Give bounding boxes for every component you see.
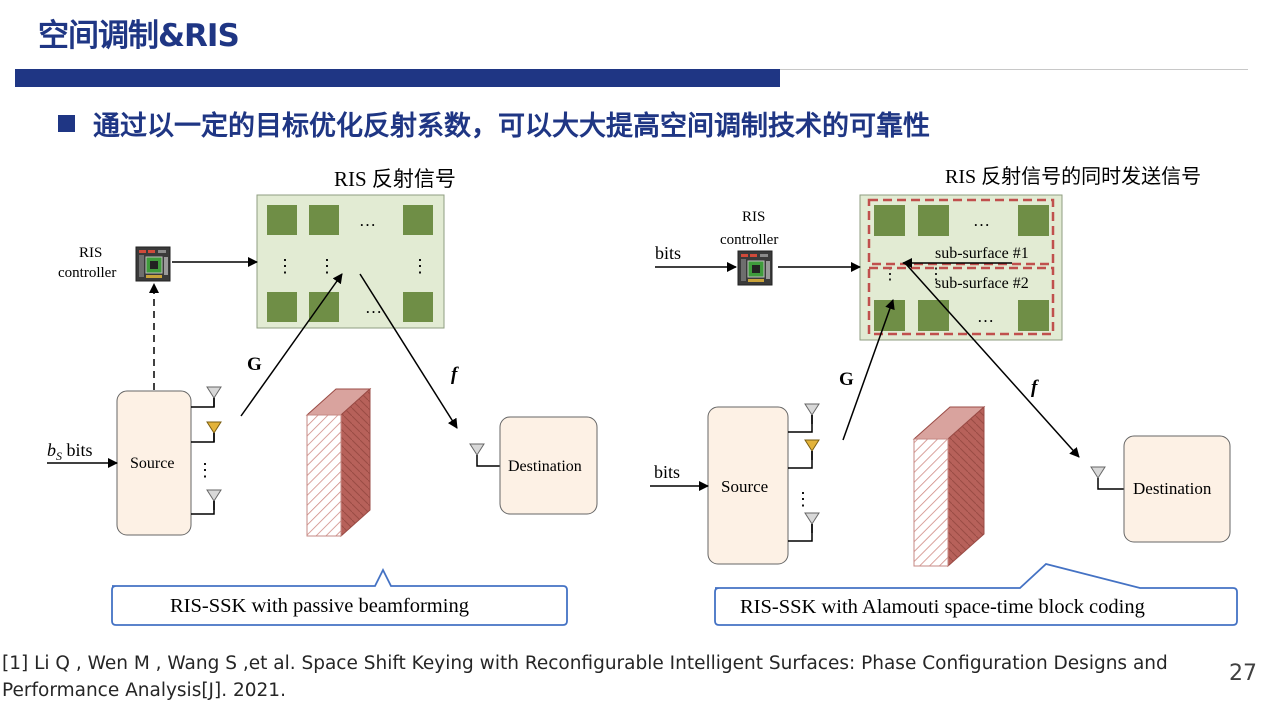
ris-element [309,292,339,322]
sub-surface-2-outline [867,266,1055,336]
page-number: 27 [1229,661,1257,686]
title-divider-line [780,69,1248,70]
left-destination-label: Destination [508,458,582,475]
sub-surface-2-label: sub-surface #2 [935,275,1029,292]
right-channel-g-label: G [839,369,854,390]
ris-controller-chip-icon [135,246,171,282]
ris-hdots: … [365,298,382,317]
ris-element [403,292,433,322]
ris-vdots: ⋮ [882,266,898,283]
right-controller-label: controller [720,232,778,248]
square-bullet-icon [58,115,75,132]
right-channel-g-arrow [842,299,895,441]
left-ris-elements [267,205,433,322]
left-channel-g-arrow [240,273,343,417]
ris-element [918,205,949,236]
ris-vdots: ⋮ [318,256,336,276]
antenna-vdots: ⋮ [794,489,812,509]
title-underline-bar [15,69,780,87]
ris-hdots: … [359,211,376,230]
ris-element [403,205,433,235]
antenna-icon [206,386,222,408]
sub-surface-1-label: sub-surface #1 [935,245,1029,262]
left-caption: RIS-SSK with passive beamforming [170,595,469,617]
right-channel-f-label: f [1031,377,1039,398]
right-source-label: Source [721,477,768,496]
left-caption-callout [111,567,568,626]
right-destination-box [1123,435,1231,543]
ris-element [1018,300,1049,331]
right-destination-label: Destination [1133,479,1212,498]
right-figure: RIS 反射信号的同时发送信号 … … ⋮ ⋮ sub-surface #1 s… [650,165,1238,626]
right-obstacle-wall [912,405,986,568]
antenna-vdots: ⋮ [196,460,214,480]
right-rx-antenna-icon [1090,466,1106,488]
ris-element [267,292,297,322]
ris-vdots: ⋮ [411,256,429,276]
right-channel-f-arrow [904,262,1080,458]
right-ris-label: RIS 反射信号的同时发送信号 [945,165,1201,188]
left-controller-label: RIS [79,245,102,261]
left-obstacle-wall [305,387,372,538]
left-ris-label: RIS 反射信号 [334,167,456,191]
ris-vdots: ⋮ [276,256,294,276]
antenna-icon [804,512,820,534]
ris-element [874,300,905,331]
ris-controller-chip-icon [737,250,773,286]
left-channel-g-label: G [247,354,262,375]
active-antenna-icon [206,421,222,443]
left-tx-antennas [191,386,222,515]
bullet-text: 通过以一定的目标优化反射系数，可以大大提高空间调制技术的可靠性 [93,111,930,142]
bullet-point: 通过以一定的目标优化反射系数，可以大大提高空间调制技术的可靠性 [58,104,930,143]
right-caption-callout [714,563,1238,626]
ris-element [1018,205,1049,236]
left-rx-antenna-icon [469,443,485,465]
antenna-icon [804,403,820,425]
right-tx-antennas [788,403,820,542]
right-rx-feed [1097,487,1124,490]
right-bits-label-left: bits [654,462,680,482]
antenna-icon [206,489,222,511]
ris-element [309,205,339,235]
ris-hdots: … [973,211,990,230]
ris-element [874,205,905,236]
ris-hdots: … [977,307,994,326]
active-antenna-icon [804,439,820,461]
ris-element [267,205,297,235]
left-controller-label: controller [58,265,116,281]
slide-title: 空间调制&RIS [38,18,240,54]
left-channel-f-label: f [451,364,459,385]
left-destination-box [499,416,598,515]
reference-citation: [1] Li Q , Wen M , Wang S ,et al. Space … [2,653,1168,701]
sub-surface-1-outline [867,198,1055,266]
right-caption: RIS-SSK with Alamouti space-time block c… [740,596,1145,618]
left-source-label: Source [130,455,174,472]
right-controller-label: RIS [742,209,765,225]
left-channel-f-arrow [359,273,458,429]
left-figure: RIS 反射信号 … … ⋮ ⋮ ⋮ RIS controller Source [47,167,598,626]
right-bits-label-top: bits [655,243,681,263]
ris-vdots: ⋮ [928,266,944,283]
left-input-bits-label: bS bits [47,440,93,463]
ris-element [918,300,949,331]
right-ris-elements [874,205,1049,331]
left-rx-feed [476,464,500,467]
